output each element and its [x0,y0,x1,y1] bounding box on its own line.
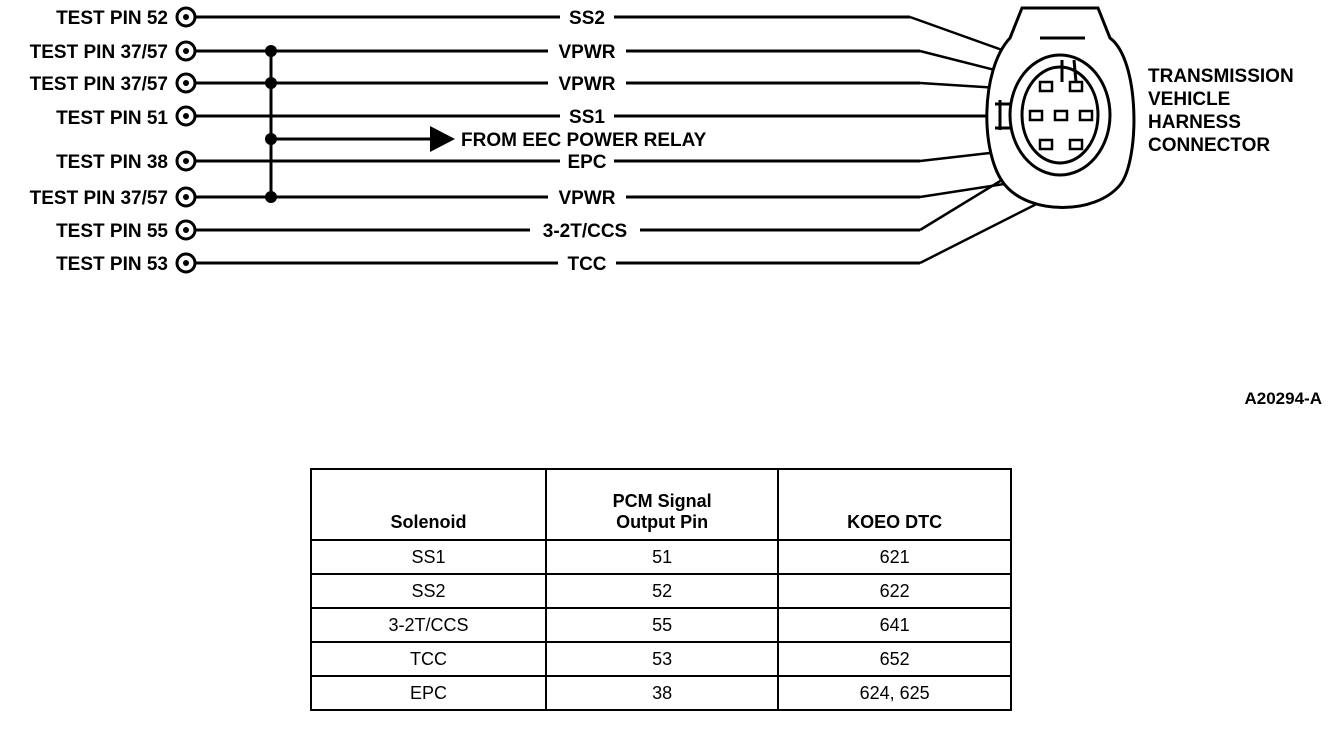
cell-solenoid: SS2 [309,573,548,609]
power-relay-label: FROM EEC POWER RELAY [461,130,707,151]
junction-dot [265,191,277,203]
test-pin-terminal-icon [175,72,197,94]
test-pin-terminal-icon [175,186,197,208]
signal-label: TCC [567,254,606,275]
relay-arrow-icon [430,126,455,152]
signal-label: SS1 [569,107,605,128]
cell-solenoid: EPC [309,675,548,711]
test-pin-terminal-icon [175,219,197,241]
cell-output-pin: 55 [545,607,780,643]
test-pin-terminal-icon [175,40,197,62]
junction-dot [265,77,277,89]
cell-solenoid: 3-2T/CCS [309,607,548,643]
test-pin-label: TEST PIN 55 [56,221,168,242]
signal-label: SS2 [569,8,605,29]
column-header-koeo-dtc: KOEO DTC [777,468,1012,541]
cell-koeo-dtc: 621 [777,539,1012,575]
signal-label: VPWR [559,42,616,63]
cell-koeo-dtc: 652 [777,641,1012,677]
table-row: SS2 52 622 [309,573,1012,609]
cell-output-pin: 52 [545,573,780,609]
test-pin-label: TEST PIN 37/57 [30,42,168,63]
test-pin-terminal-icon [175,150,197,172]
figure-id: A20294-A [1245,389,1323,408]
test-pin-label: TEST PIN 51 [56,108,168,129]
test-pin-terminal-icon [175,6,197,28]
column-header-solenoid: Solenoid [309,468,548,541]
cell-solenoid: SS1 [309,539,548,575]
test-pin-terminal-icon [175,105,197,127]
wiring-diagram: TEST PIN 52 TEST PIN 37/57 TEST PIN 37/5… [30,5,1323,408]
table-row: TCC 53 652 [309,641,1012,677]
test-pin-label: TEST PIN 52 [56,8,168,29]
cell-output-pin: 51 [545,539,780,575]
signal-label: VPWR [559,188,616,209]
cell-output-pin: 38 [545,675,780,711]
connector-label: HARNESS [1148,112,1241,133]
table-row: 3-2T/CCS 55 641 [309,607,1012,643]
test-pin-label: TEST PIN 38 [56,152,168,173]
table-row: SS1 51 621 [309,539,1012,575]
test-pin-label: TEST PIN 37/57 [30,74,168,95]
test-pin-terminal-icon [175,252,197,274]
harness-connector [985,6,1136,209]
test-pin-label: TEST PIN 37/57 [30,188,168,209]
table-row: EPC 38 624, 625 [309,675,1012,711]
junction-dot [265,45,277,57]
cell-output-pin: 53 [545,641,780,677]
junction-dot [265,133,277,145]
connector-label: CONNECTOR [1148,135,1270,156]
signal-label: EPC [567,152,606,173]
test-pin-label: TEST PIN 53 [56,254,168,275]
cell-koeo-dtc: 622 [777,573,1012,609]
cell-solenoid: TCC [309,641,548,677]
cell-koeo-dtc: 624, 625 [777,675,1012,711]
connector-label: VEHICLE [1148,89,1230,110]
connector-label: TRANSMISSION [1148,66,1294,87]
cell-koeo-dtc: 641 [777,607,1012,643]
signal-label: VPWR [559,74,616,95]
signal-label: 3-2T/CCS [543,221,627,242]
